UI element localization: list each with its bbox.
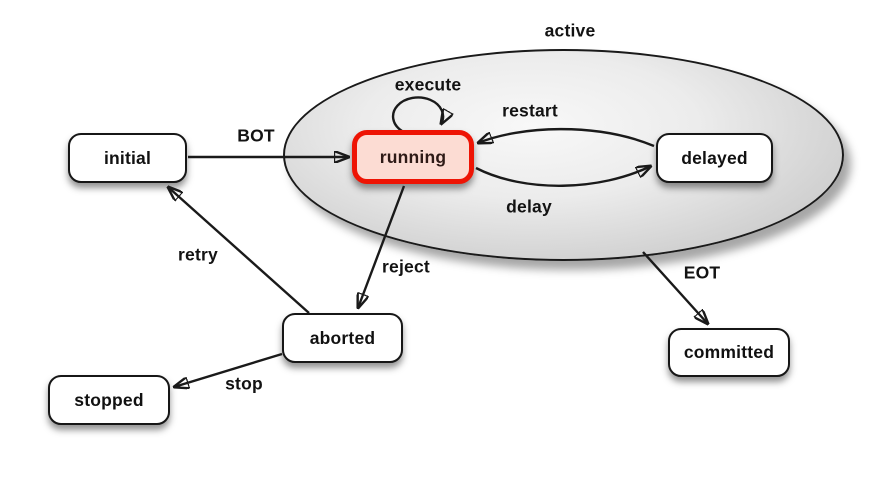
region-label-active: active (544, 20, 596, 41)
state-aborted-label: aborted (309, 327, 376, 348)
arrow-restart-delayed-to-running (478, 127, 655, 148)
transition-label-stop: stop (225, 373, 263, 394)
transition-label-retry: retry (178, 244, 218, 265)
state-committed-label: committed (683, 342, 775, 362)
transition-label-execute: execute (394, 74, 462, 95)
state-committed: committed (668, 328, 790, 377)
arrow-retry-aborted-to-initial (168, 187, 310, 314)
state-initial: initial (68, 133, 187, 183)
state-running-label: running (379, 146, 447, 167)
state-stopped: stopped (48, 375, 170, 425)
arrow-delay-running-to-delayed (475, 166, 651, 187)
arrow-reject-running-to-aborted (358, 185, 406, 308)
state-stopped-label: stopped (74, 389, 144, 410)
transition-label-restart: restart (502, 100, 558, 121)
arrow-execute-self-loop (391, 96, 443, 133)
arrow-eot-active-to-committed (642, 251, 708, 324)
transition-label-bot: BOT (237, 125, 275, 146)
transition-label-delay: delay (506, 196, 552, 217)
state-initial-label: initial (103, 147, 152, 168)
transition-label-eot: EOT (683, 262, 721, 283)
state-delayed: delayed (656, 133, 773, 183)
state-delayed-label: delayed (681, 147, 748, 168)
state-aborted: aborted (282, 313, 403, 363)
state-running: running (352, 130, 474, 184)
arrow-stop-aborted-to-stopped (174, 352, 283, 387)
transition-label-reject: reject (382, 256, 430, 277)
